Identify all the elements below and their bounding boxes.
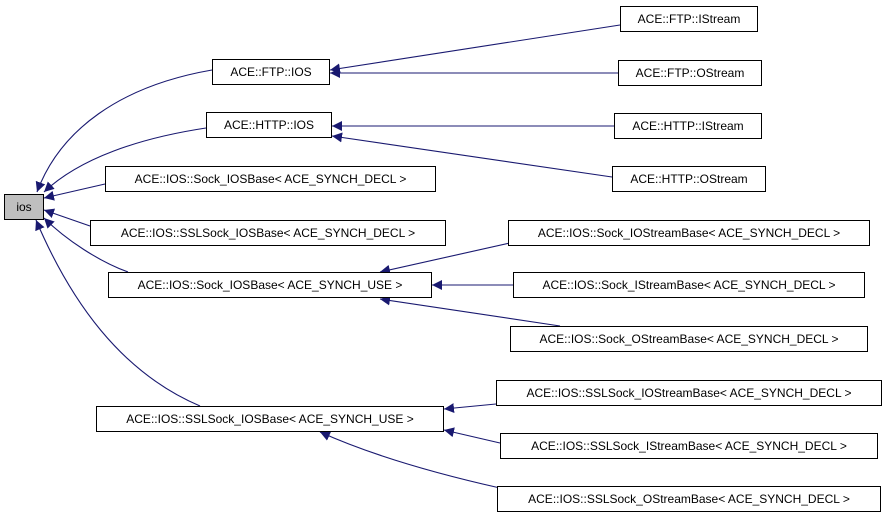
node-ios: ios (4, 194, 44, 220)
node-sslsock-iostreambase-decl[interactable]: ACE::IOS::SSLSock_IOStreamBase< ACE_SYNC… (496, 380, 882, 406)
edge-sslsock-iostreambase-decl-to-sslsock-iosbase-use (443, 403, 497, 414)
edge-sock-iostreambase-decl-to-sock-iosbase-use (379, 242, 511, 275)
edge-ftp-istream-to-ftp-ios (329, 24, 621, 74)
node-sslsock-istreambase-decl[interactable]: ACE::IOS::SSLSock_IStreamBase< ACE_SYNCH… (500, 433, 878, 459)
edge-sock-iosbase-use-to-root (43, 217, 129, 273)
node-http-istream[interactable]: ACE::HTTP::IStream (614, 113, 762, 139)
node-sslsock-iosbase-use[interactable]: ACE::IOS::SSLSock_IOSBase< ACE_SYNCH_USE… (96, 406, 444, 432)
node-sock-iosbase-decl[interactable]: ACE::IOS::Sock_IOSBase< ACE_SYNCH_DECL > (105, 166, 436, 192)
node-sock-ostreambase-decl[interactable]: ACE::IOS::Sock_OStreamBase< ACE_SYNCH_DE… (510, 326, 868, 352)
node-sock-istreambase-decl[interactable]: ACE::IOS::Sock_IStreamBase< ACE_SYNCH_DE… (513, 272, 865, 298)
edge-http-ostream-to-http-ios (331, 132, 613, 178)
node-ftp-istream[interactable]: ACE::FTP::IStream (620, 6, 758, 32)
edge-sslsock-iosbase-decl-to-root (43, 208, 91, 227)
node-sock-iostreambase-decl[interactable]: ACE::IOS::Sock_IOStreamBase< ACE_SYNCH_D… (508, 220, 870, 246)
edge-sslsock-ostreambase-decl-to-sslsock-iosbase-use (319, 431, 501, 489)
node-http-ios[interactable]: ACE::HTTP::IOS (206, 112, 332, 138)
node-sslsock-iosbase-decl[interactable]: ACE::IOS::SSLSock_IOSBase< ACE_SYNCH_DEC… (90, 220, 446, 246)
edge-sock-ostreambase-decl-to-sock-iosbase-use (379, 295, 561, 327)
edge-sock-iosbase-decl-to-root (43, 183, 106, 201)
edge-sslsock-iosbase-use-to-root (35, 219, 201, 407)
node-sslsock-ostreambase-decl[interactable]: ACE::IOS::SSLSock_OStreamBase< ACE_SYNCH… (497, 486, 881, 512)
node-ftp-ostream[interactable]: ACE::FTP::OStream (618, 60, 762, 86)
node-ftp-ios[interactable]: ACE::FTP::IOS (212, 59, 330, 85)
node-http-ostream[interactable]: ACE::HTTP::OStream (612, 166, 766, 192)
edge-sslsock-istreambase-decl-to-sslsock-iosbase-use (443, 427, 501, 444)
node-sock-iosbase-use[interactable]: ACE::IOS::Sock_IOSBase< ACE_SYNCH_USE > (108, 272, 432, 298)
edge-http-ios-to-root (43, 127, 207, 193)
edge-ftp-ios-to-root (35, 69, 213, 193)
